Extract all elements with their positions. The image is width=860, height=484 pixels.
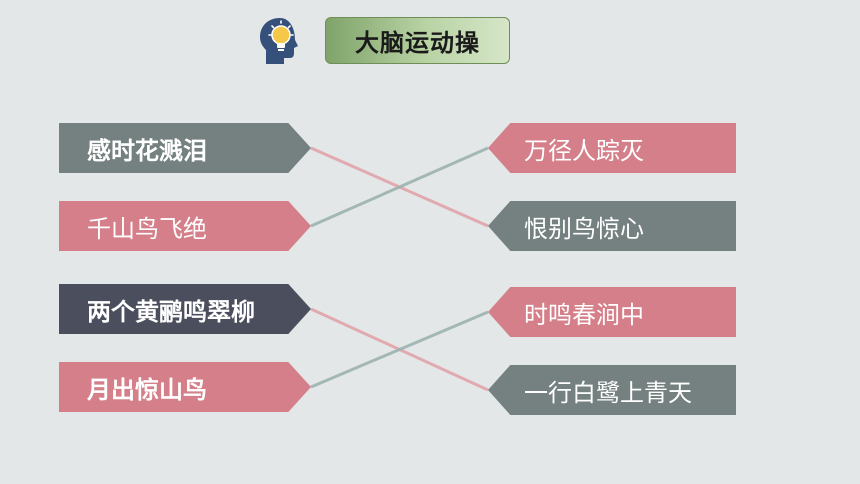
match-line (310, 310, 489, 389)
right-item[interactable]: 一行白鹭上青天 (488, 365, 736, 415)
match-line (310, 146, 489, 228)
head-lightbulb-icon (260, 18, 298, 64)
right-item[interactable]: 恨别鸟惊心 (488, 201, 736, 251)
left-item[interactable]: 月出惊山鸟 (59, 362, 311, 412)
left-item[interactable]: 两个黄鹂鸣翠柳 (59, 284, 311, 334)
right-item[interactable]: 时鸣春涧中 (488, 287, 736, 337)
left-item[interactable]: 感时花溅泪 (59, 123, 311, 173)
page-title: 大脑运动操 (325, 17, 510, 64)
left-item[interactable]: 千山鸟飞绝 (59, 201, 311, 251)
right-item[interactable]: 万径人踪灭 (488, 123, 736, 173)
